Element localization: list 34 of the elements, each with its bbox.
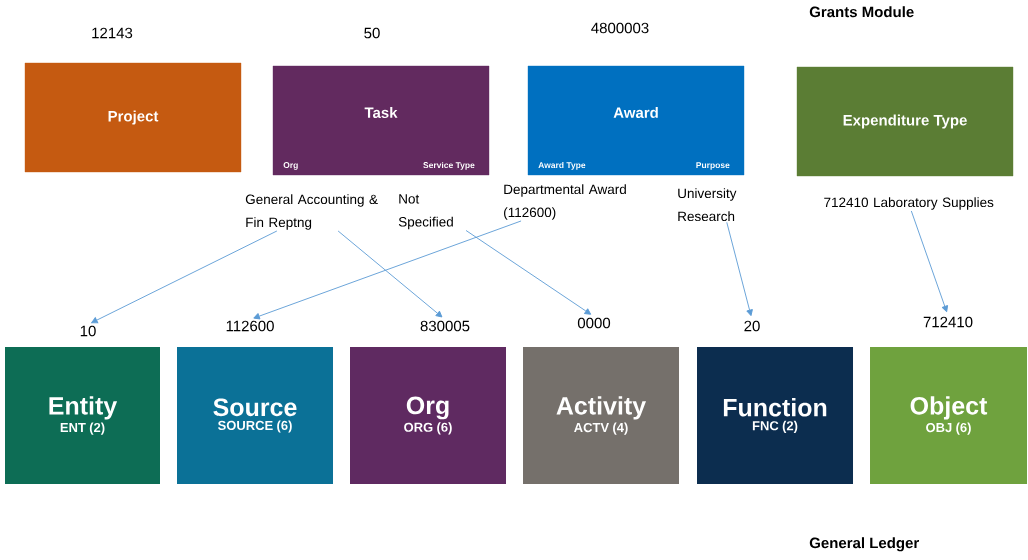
segment-box: Object OBJ (6) — [870, 347, 1027, 484]
section-heading: General Ledger — [809, 537, 919, 552]
arrow — [726, 221, 753, 317]
field-label: Purpose — [696, 162, 730, 170]
code-number: 12143 — [92, 27, 133, 39]
arrow — [910, 210, 949, 313]
segment-box: Org ORG (6) — [350, 347, 506, 484]
value-text: 712410 Laboratory Supplies — [824, 197, 994, 210]
code-number: 712410 — [923, 316, 973, 328]
field-label: Service Type — [423, 161, 475, 170]
code-number: 4800003 — [591, 22, 649, 34]
value-text: General Accounting & Fin Reptng — [245, 194, 378, 230]
value-text: Departmental Award (112600) — [504, 184, 626, 220]
segment-box: Entity ENT (2) — [5, 347, 160, 484]
value-text: University Research — [678, 188, 737, 222]
module-box: Project — [24, 62, 242, 173]
code-number: 830005 — [420, 320, 470, 332]
arrow — [337, 230, 443, 318]
code-number: 20 — [744, 320, 760, 332]
arrow — [465, 230, 592, 315]
value-text: Not Specified — [398, 194, 453, 230]
code-number: 10 — [80, 325, 96, 337]
section-heading: Grants Module — [809, 6, 914, 18]
segment-box: Function FNC (2) — [697, 347, 853, 484]
arrow — [253, 220, 522, 320]
code-number: 0000 — [577, 317, 611, 329]
segment-box: Source SOURCE (6) — [177, 347, 333, 484]
field-label: Org — [283, 162, 298, 170]
segment-box: Activity ACTV (4) — [523, 347, 679, 484]
field-label: Award Type — [538, 161, 586, 170]
module-box: Expenditure Type — [796, 66, 1014, 177]
arrow — [91, 230, 278, 324]
code-number: 50 — [364, 27, 380, 39]
code-number: 112600 — [226, 320, 274, 332]
